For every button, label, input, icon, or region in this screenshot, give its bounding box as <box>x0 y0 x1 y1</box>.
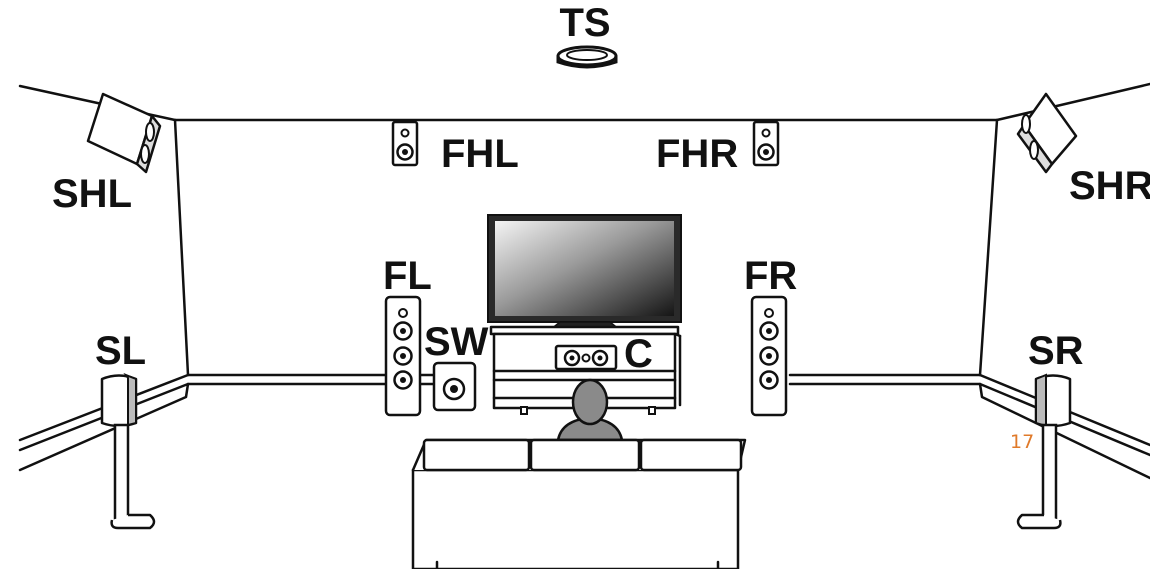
subwoofer-icon <box>432 361 477 412</box>
baseboard-left <box>186 373 388 386</box>
listener-icon <box>556 378 624 442</box>
label-sr: SR <box>1028 329 1084 373</box>
label-fr: FR <box>744 254 797 298</box>
shr-speaker-icon <box>1016 92 1078 174</box>
label-shr: SHR <box>1069 164 1150 208</box>
label-fl: FL <box>383 254 432 298</box>
back-wall-left-corner <box>173 118 190 377</box>
label-c: C <box>624 332 653 376</box>
center-speaker-icon <box>554 344 618 371</box>
page-number: 17 <box>1010 431 1034 453</box>
tv-icon <box>487 214 682 331</box>
label-sl: SL <box>95 329 146 373</box>
label-ts: TS <box>559 1 610 45</box>
label-shl: SHL <box>52 172 132 216</box>
back-wall-right-corner <box>978 118 999 377</box>
label-sw: SW <box>424 320 489 364</box>
baseboard-right <box>788 373 982 386</box>
fhr-speaker-icon <box>752 120 780 167</box>
fhl-speaker-icon <box>391 120 419 167</box>
ts-speaker-icon <box>556 45 618 69</box>
sofa-icon <box>411 438 747 569</box>
label-fhr: FHR <box>656 132 738 176</box>
shl-speaker-icon <box>86 92 162 174</box>
label-fhl: FHL <box>441 132 519 176</box>
sr-speaker-icon <box>1016 373 1072 530</box>
sl-speaker-icon <box>100 372 156 530</box>
fl-speaker-icon <box>384 295 422 417</box>
ceiling-right-edge <box>995 82 1150 122</box>
fr-speaker-icon <box>750 295 788 417</box>
